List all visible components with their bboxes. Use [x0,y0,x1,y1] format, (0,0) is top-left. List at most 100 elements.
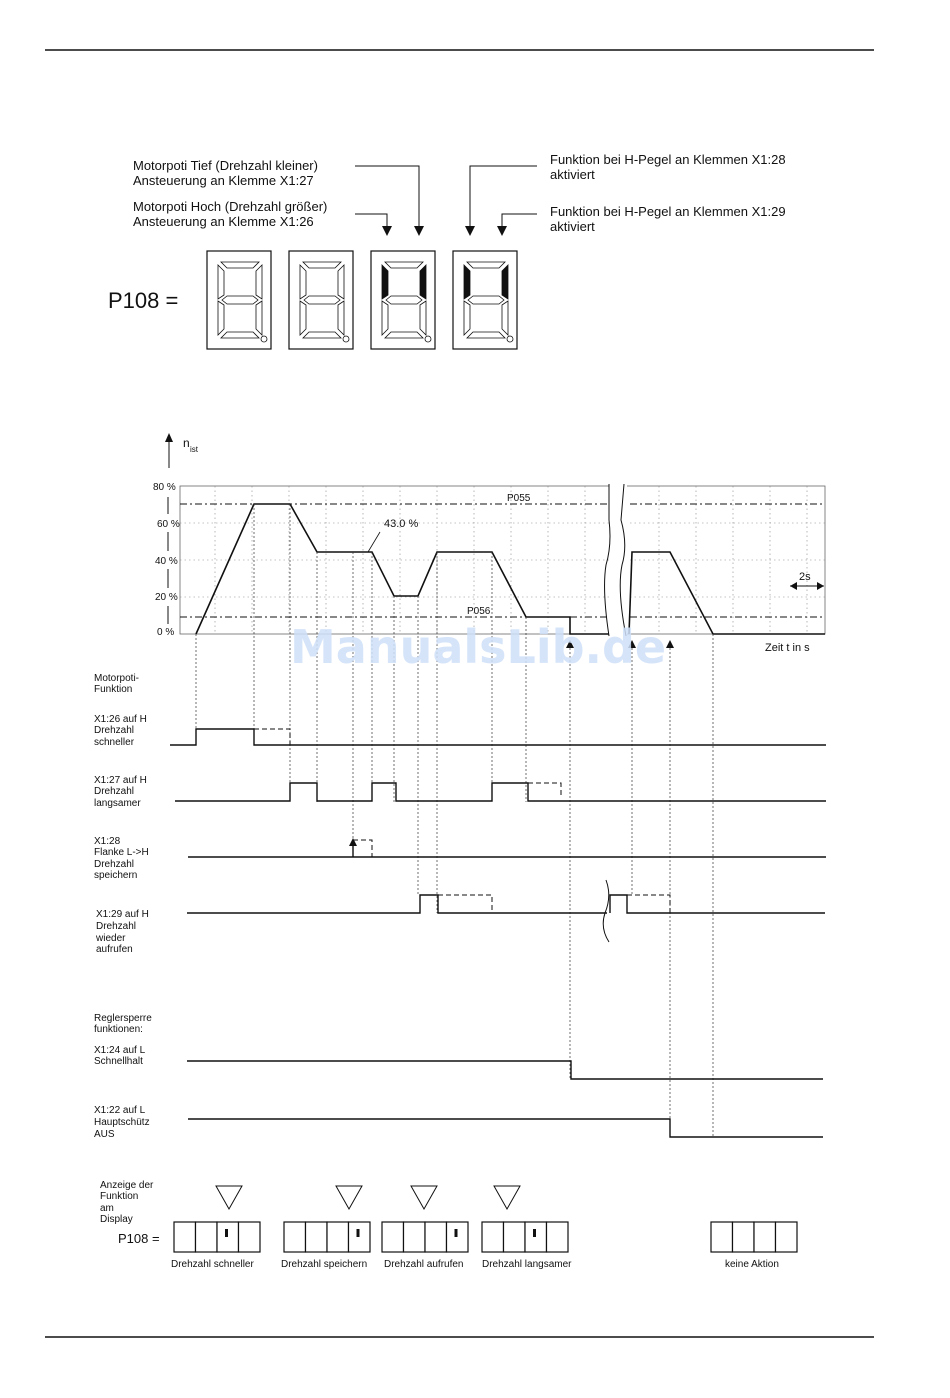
x129-label-4: aufrufen [96,944,133,955]
y-tick-40: 40 % [155,556,178,567]
segment-lower-left [299,300,307,336]
leader-arrowheads [382,226,507,236]
display-group-1 [173,1185,261,1253]
display-header-2: Funktion [100,1191,138,1202]
display-cell [753,1221,777,1253]
segment-middle [467,295,505,305]
p108-display-legend: Motorpoti Tief (Drehzahl kleiner) Ansteu… [108,152,786,350]
display-cell [502,1221,526,1253]
label-x28-1: Funktion bei H-Pegel an Klemmen X1:28 [550,152,786,167]
x129-label-1: X1:29 auf H [96,909,149,920]
display-p108-label: P108 = [118,1231,160,1246]
watermark: ManualsLib.de [290,620,666,674]
display-active-segment [356,1229,360,1237]
display-cell [283,1221,307,1253]
segment-bottom [302,331,342,339]
segment-upper-left [381,264,389,300]
y-symbol-sub: ist [190,445,199,454]
label-x29-2: aktiviert [550,219,595,234]
segment-upper-left [463,264,471,300]
x128-label-2: Flanke L->H [94,847,149,858]
display-cell [402,1221,426,1253]
label-tief-2: Ansteuerung an Klemme X1:27 [133,173,314,188]
x128-label-1: X1:28 [94,836,121,847]
segment-middle [303,295,341,305]
caption-langsamer: Drehzahl langsamer [482,1259,572,1270]
segment-lower-left [217,300,225,336]
x128-edge-arrow [349,838,357,846]
display-group-3 [381,1185,469,1253]
segment-bottom [466,331,506,339]
x128-label-4: speichern [94,870,137,881]
display-cell [710,1221,734,1253]
time-span-arrow-left [790,582,797,590]
signal-traces [170,728,826,1138]
label-x29-1: Funktion bei H-Pegel an Klemmen X1:29 [550,204,786,219]
display-pointer-triangle [410,1185,438,1211]
x122-label-2: Hauptschütz [94,1117,150,1128]
seven-seg-digit-3 [370,250,436,350]
segment-middle [221,295,259,305]
display-header-1: Anzeige der [100,1180,154,1191]
x126-label-1: X1:26 auf H [94,714,147,725]
display-pointer-triangle [493,1185,521,1211]
display-active-segment [533,1229,536,1237]
label-tief-1: Motorpoti Tief (Drehzahl kleiner) [133,158,318,173]
label-hoch-1: Motorpoti Hoch (Drehzahl größer) [133,199,327,214]
y-tick-0: 0 % [157,627,174,638]
display-active-segment [225,1229,228,1237]
p056-label: P056 [467,606,491,617]
event-arrowheads [566,640,674,648]
segment-middle [385,295,423,305]
display-cell [237,1221,261,1253]
caption-schneller: Drehzahl schneller [171,1259,254,1270]
seven-seg-digit-2 [288,250,354,350]
display-cell [731,1221,755,1253]
break-mask [609,484,627,636]
x126-trace [170,728,826,746]
display-cell [381,1221,405,1253]
segment-upper-left [299,264,307,300]
x128-label-3: Drehzahl [94,859,134,870]
x124-label-1: X1:24 auf L [94,1045,146,1056]
regler-header-2: funktionen: [94,1024,143,1035]
speed-curve-after-break [628,551,825,635]
segment-lower-left [463,300,471,336]
p108-label: P108 = [108,288,178,313]
y-tick-80: 80 % [153,482,176,493]
decimal-point [506,335,514,343]
segment-upper-right [501,264,509,300]
x124-trace [187,1060,823,1080]
display-cell [194,1221,218,1253]
display-cell [424,1221,448,1253]
display-cell [304,1221,328,1253]
chart-frame [179,485,826,635]
segment-upper-right [337,264,345,300]
segment-lower-right [255,300,263,336]
segment-lower-right [419,300,427,336]
segment-bottom [220,331,260,339]
x129-label-3: wieder [95,933,126,944]
time-span-arrow-right [817,582,824,590]
y-tick-60: 60 % [157,519,180,530]
segment-top [466,261,506,269]
signal-labels: Motorpoti- Funktion X1:26 auf H Drehzahl… [94,673,152,1140]
break-line-right [619,483,627,637]
display-header-3: am [100,1203,114,1214]
caption-keine-aktion: keine Aktion [725,1259,779,1270]
decimal-point [260,335,268,343]
x129-trace [187,894,607,914]
display-pointer-triangle [215,1185,243,1211]
x127-label-3: langsamer [94,798,141,809]
segment-top [384,261,424,269]
event-guides [195,504,714,1137]
segment-top [220,261,260,269]
segment-lower-right [337,300,345,336]
display-active-segment [454,1229,458,1237]
chart-grid [180,486,825,634]
decimal-point [424,335,432,343]
label-hoch-2: Ansteuerung an Klemme X1:26 [133,214,314,229]
caption-speichern: Drehzahl speichern [281,1259,367,1270]
annotation-leader [367,531,381,553]
